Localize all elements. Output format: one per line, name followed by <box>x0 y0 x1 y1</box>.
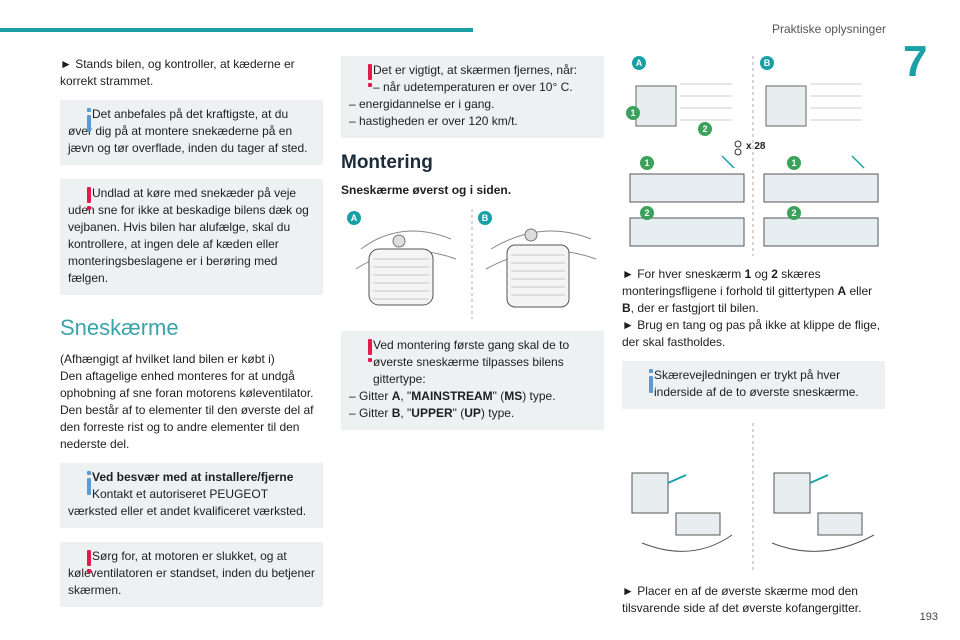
heading-sneskaerme: Sneskærme <box>60 315 179 340</box>
info-icon <box>84 108 94 134</box>
label-badge-1: 1 <box>626 106 640 120</box>
label-badge-2: 2 <box>698 122 712 136</box>
warning-box-remove-screen: Det er vigtigt, at skærmen fjernes, når:… <box>341 56 604 138</box>
label-badge-a: A <box>632 56 646 70</box>
cut-count-label: x 28 <box>746 141 766 152</box>
info-icon <box>646 369 656 395</box>
info-icon <box>84 471 94 497</box>
grille-illustration <box>355 209 597 319</box>
instruction-cut-tabs: ► For hver sneskærm 1 og 2 skæres monter… <box>622 267 873 315</box>
warning-box-adjust: Ved montering første gang skal de to øve… <box>341 331 604 430</box>
instruction-check-chains: ► Stands bilen, og kontroller, at kædern… <box>60 57 295 88</box>
column-1: ► Stands bilen, og kontroller, at kædern… <box>60 56 323 621</box>
warning-icon <box>365 339 375 365</box>
page-number: 193 <box>919 611 938 623</box>
grille-types-figure: A B <box>341 209 604 319</box>
header-accent-bar <box>0 28 473 32</box>
paragraph-country: (Afhængigt af hvilket land bilen er købt… <box>60 352 275 366</box>
chapter-number: 7 <box>903 37 928 86</box>
warning-icon <box>365 64 375 90</box>
label-badge-a: A <box>347 211 361 225</box>
section-title: Praktiske oplysninger <box>771 22 886 36</box>
instruction-use-pliers: ► Brug en tang og pas på ikke at klippe … <box>622 318 881 349</box>
label-badge-b: B <box>478 211 492 225</box>
column-2: Det er vigtigt, at skærmen fjernes, når:… <box>341 56 604 444</box>
warning-icon <box>84 550 94 576</box>
mounting-illustration <box>631 423 875 573</box>
heading-montering: Montering <box>341 152 433 173</box>
label-badge-2: 2 <box>640 206 654 220</box>
cutting-illustration <box>629 56 879 256</box>
paragraph-elements: Den består af to elementer til den øvers… <box>60 403 314 451</box>
cutting-figure: A B 1 2 1 2 1 2 x 28 <box>622 56 885 256</box>
mounting-figure <box>622 423 885 573</box>
subheading-top-side: Sneskærme øverst og i siden. <box>341 183 512 197</box>
label-badge-1: 1 <box>787 156 801 170</box>
label-badge-1: 1 <box>640 156 654 170</box>
label-badge-2: 2 <box>787 206 801 220</box>
instruction-place-screen: ► Placer en af de øverste skærme mod den… <box>622 584 862 615</box>
label-badge-b: B <box>760 56 774 70</box>
column-3: A B 1 2 1 2 1 2 x 28 ► For hver sneskærm… <box>622 56 885 617</box>
paragraph-purpose: Den aftagelige enhed monteres for at und… <box>60 369 314 400</box>
warning-icon <box>84 187 94 213</box>
